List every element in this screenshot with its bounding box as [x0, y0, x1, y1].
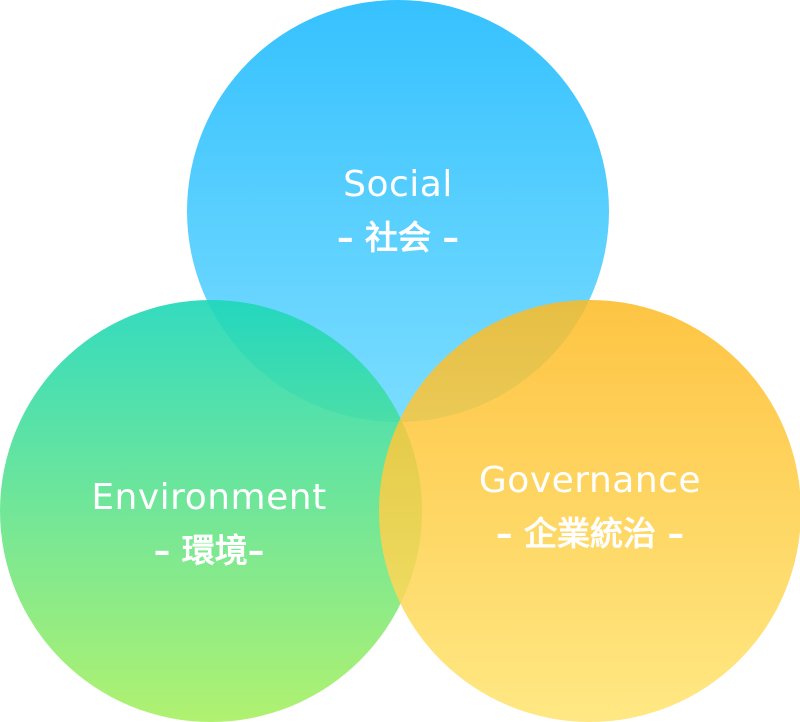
governance-title: Governance: [478, 460, 702, 501]
environment-title: Environment: [91, 477, 327, 518]
environment-circle: [0, 300, 422, 722]
social-label: Social – 社会 –: [337, 162, 459, 258]
governance-circle: [379, 300, 800, 722]
environment-label: Environment – 環境–: [91, 475, 326, 571]
governance-label: Governance – 企業統治 –: [479, 458, 701, 554]
social-title: Social: [343, 164, 453, 205]
governance-subtitle: – 企業統治 –: [496, 514, 684, 553]
environment-subtitle: – 環境–: [153, 531, 265, 570]
social-subtitle: – 社会 –: [337, 218, 459, 257]
